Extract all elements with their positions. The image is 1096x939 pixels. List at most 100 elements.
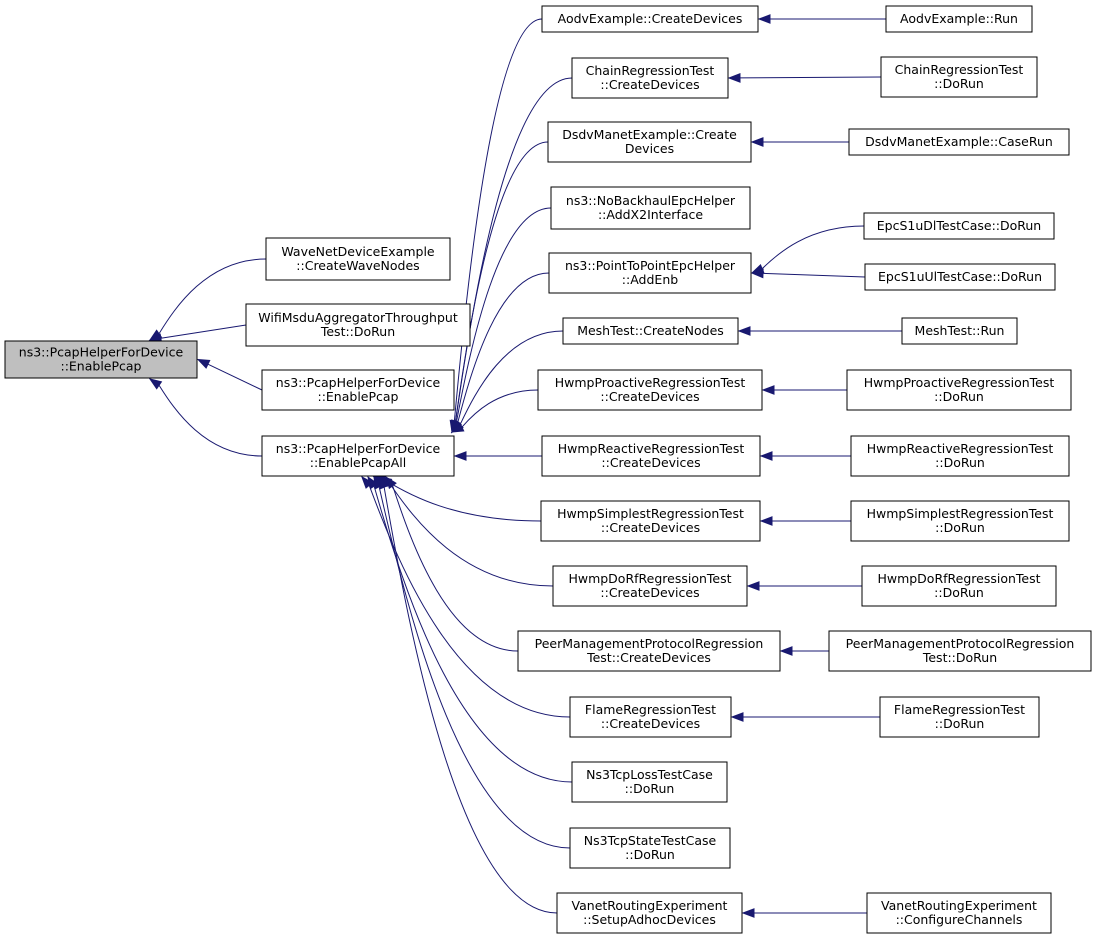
node-label: HwmpProactiveRegressionTest <box>864 375 1055 390</box>
edge-enpcapall-to-root <box>148 378 263 457</box>
node-wave[interactable]: WaveNetDeviceExample::CreateWaveNodes <box>265 237 451 281</box>
node-hsimrun[interactable]: HwmpSimplestRegressionTest::DoRun <box>850 500 1070 542</box>
node-p2p[interactable]: ns3::PointToPointEpcHelper::AddEnb <box>548 252 752 294</box>
node-box <box>261 369 455 411</box>
node-hprorun[interactable]: HwmpProactiveRegressionTest::DoRun <box>846 369 1072 411</box>
edge-epcdl-to-p2p <box>750 225 865 274</box>
edge-chainrun-to-chain <box>727 72 882 83</box>
node-vanet[interactable]: VanetRoutingExperiment::SetupAdhocDevice… <box>556 892 743 934</box>
node-aodvrun[interactable]: AodvExample::Run <box>885 5 1033 33</box>
node-box <box>880 56 1038 98</box>
arrowhead <box>779 646 793 656</box>
arrowhead <box>761 385 775 395</box>
node-enpcap2[interactable]: ns3::PcapHelperForDevice::EnablePcap <box>261 369 455 411</box>
node-tcploss[interactable]: Ns3TcpLossTestCase::DoRun <box>571 761 728 803</box>
node-label: HwmpSimplestRegressionTest <box>557 506 744 521</box>
node-hdorfrun[interactable]: HwmpDoRfRegressionTest::DoRun <box>861 565 1057 607</box>
node-meshrun[interactable]: MeshTest::Run <box>901 317 1018 345</box>
edge-line <box>158 384 263 457</box>
edge-peerrun-to-peer <box>779 646 829 656</box>
node-peerrun[interactable]: PeerManagementProtocolRegressionTest::Do… <box>828 630 1092 672</box>
node-root[interactable]: ns3::PcapHelperForDevice::EnablePcap <box>4 340 198 379</box>
edge-dsdvrun-to-dsdv <box>750 137 849 147</box>
node-aodv[interactable]: AodvExample::CreateDevices <box>541 5 759 33</box>
edge-epcul-to-p2p <box>750 268 866 279</box>
edge-line <box>453 18 543 422</box>
node-chain[interactable]: ChainRegressionTest::CreateDevices <box>571 57 729 99</box>
node-flame[interactable]: FlameRegressionTest::CreateDevices <box>569 696 732 738</box>
edge-hdorfrun-to-hdorf <box>746 581 862 591</box>
edge-tcploss-to-enpcapall <box>367 475 573 783</box>
node-box <box>828 630 1092 672</box>
edge-line <box>457 272 550 423</box>
arrowhead <box>148 378 163 390</box>
arrowhead <box>750 268 764 279</box>
node-box <box>863 212 1055 240</box>
edge-line <box>392 485 519 652</box>
node-label: ::SetupAdhocDevices <box>583 912 716 927</box>
node-box <box>866 892 1052 934</box>
node-mesh[interactable]: MeshTest::CreateNodes <box>562 317 739 345</box>
node-label: AodvExample::Run <box>900 11 1018 26</box>
node-label: FlameRegressionTest <box>894 702 1025 717</box>
edge-line <box>388 482 554 587</box>
node-box <box>571 761 728 803</box>
node-vanetcfg[interactable]: VanetRoutingExperiment::ConfigureChannel… <box>866 892 1052 934</box>
node-tcpstate[interactable]: Ns3TcpStateTestCase::DoRun <box>569 827 731 869</box>
arrowhead <box>759 516 773 526</box>
node-box <box>265 237 451 281</box>
node-label: ::DoRun <box>934 585 984 600</box>
edge-line <box>207 363 263 391</box>
edge-line <box>158 258 267 334</box>
node-label: DsdvManetExample::CaseRun <box>865 134 1053 149</box>
node-hpro[interactable]: HwmpProactiveRegressionTest::CreateDevic… <box>537 369 763 411</box>
node-chainrun[interactable]: ChainRegressionTest::DoRun <box>880 56 1038 98</box>
node-label: MeshTest::CreateNodes <box>577 323 724 338</box>
node-box <box>850 435 1070 477</box>
node-box <box>850 500 1070 542</box>
arrowhead <box>750 137 764 147</box>
node-dsdvrun[interactable]: DsdvManetExample::CaseRun <box>848 128 1070 156</box>
node-box <box>552 565 748 607</box>
edge-hprorun-to-hpro <box>761 385 847 395</box>
node-label: ChainRegressionTest <box>895 62 1024 77</box>
node-hrea[interactable]: HwmpReactiveRegressionTest::CreateDevice… <box>541 435 761 477</box>
node-hrearun[interactable]: HwmpReactiveRegressionTest::DoRun <box>850 435 1070 477</box>
node-hdorf[interactable]: HwmpDoRfRegressionTest::CreateDevices <box>552 565 748 607</box>
edge-hsim-to-enpcapall <box>372 475 542 522</box>
edge-line <box>384 479 542 522</box>
node-nobh[interactable]: ns3::NoBackhaulEpcHelper::AddX2Interface <box>550 186 751 230</box>
arrowhead <box>737 326 751 336</box>
node-dsdv[interactable]: DsdvManetExample::CreateDevices <box>547 121 752 163</box>
node-box <box>901 317 1018 345</box>
node-box <box>879 696 1040 738</box>
node-hsim[interactable]: HwmpSimplestRegressionTest::CreateDevice… <box>540 500 761 542</box>
node-box <box>569 827 731 869</box>
node-box <box>864 263 1056 291</box>
node-box <box>540 500 761 542</box>
edge-line <box>762 272 866 278</box>
node-enpcapall[interactable]: ns3::PcapHelperForDevice::EnablePcapAll <box>261 435 455 477</box>
node-box <box>569 696 732 738</box>
node-label: ::EnablePcap <box>60 359 141 374</box>
node-epcdl[interactable]: EpcS1uDlTestCase::DoRun <box>863 212 1055 240</box>
node-label: VanetRoutingExperiment <box>572 898 728 913</box>
node-box <box>848 128 1070 156</box>
node-flamerun[interactable]: FlameRegressionTest::DoRun <box>879 696 1040 738</box>
node-peer[interactable]: PeerManagementProtocolRegressionTest::Cr… <box>517 630 781 672</box>
node-box <box>547 121 752 163</box>
edge-line <box>383 487 558 914</box>
node-label: ChainRegressionTest <box>586 63 715 78</box>
node-epcul[interactable]: EpcS1uUlTestCase::DoRun <box>864 263 1056 291</box>
edges-layer <box>148 14 902 918</box>
node-label: HwmpSimplestRegressionTest <box>867 506 1054 521</box>
node-label: ns3::PcapHelperForDevice <box>276 441 441 456</box>
edge-line <box>459 330 564 425</box>
node-label: ::AddX2Interface <box>598 207 703 222</box>
edge-line <box>739 76 882 79</box>
node-box <box>537 369 763 411</box>
edge-hpro-to-enpcapall <box>450 389 539 433</box>
arrowhead <box>361 475 374 489</box>
